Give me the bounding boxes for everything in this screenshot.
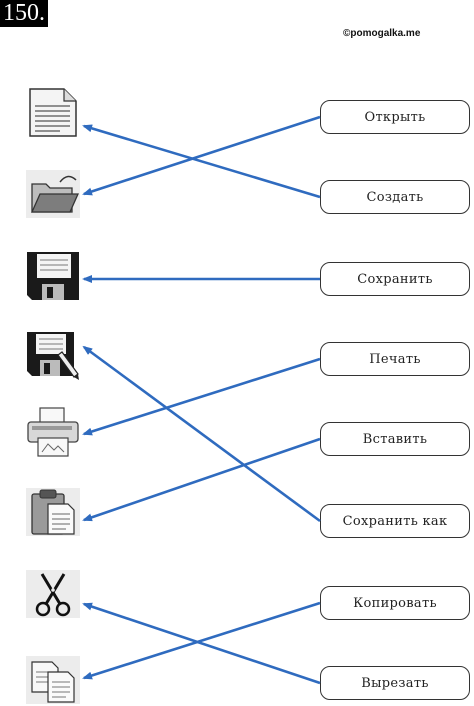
connection-arrow-1 bbox=[82, 115, 321, 196]
floppy-disk-icon bbox=[24, 250, 82, 302]
document-icon bbox=[24, 86, 82, 138]
connection-arrow-2 bbox=[82, 124, 321, 199]
label-save-as: Сохранить как bbox=[320, 504, 470, 538]
clipboard-icon bbox=[24, 486, 82, 538]
label-open: Открыть bbox=[320, 100, 470, 134]
label-create: Создать bbox=[320, 180, 470, 214]
printer-icon bbox=[24, 406, 82, 458]
connection-arrow-8 bbox=[82, 602, 321, 685]
open-folder-icon bbox=[24, 168, 82, 220]
label-copy: Копировать bbox=[320, 586, 470, 620]
label-cut: Вырезать bbox=[320, 666, 470, 700]
connection-arrow-5 bbox=[82, 437, 321, 522]
scissors-icon bbox=[24, 568, 82, 620]
connection-arrow-7 bbox=[82, 601, 321, 680]
copy-documents-icon bbox=[24, 654, 82, 706]
watermark: ©pomogalka.me bbox=[343, 28, 421, 39]
task-number: 150. bbox=[0, 0, 48, 27]
label-print: Печать bbox=[320, 342, 470, 376]
floppy-disk-pencil-icon bbox=[24, 330, 82, 382]
label-paste: Вставить bbox=[320, 422, 470, 456]
label-save: Сохранить bbox=[320, 262, 470, 296]
connection-arrow-6 bbox=[82, 345, 321, 523]
connection-arrow-4 bbox=[82, 357, 321, 436]
